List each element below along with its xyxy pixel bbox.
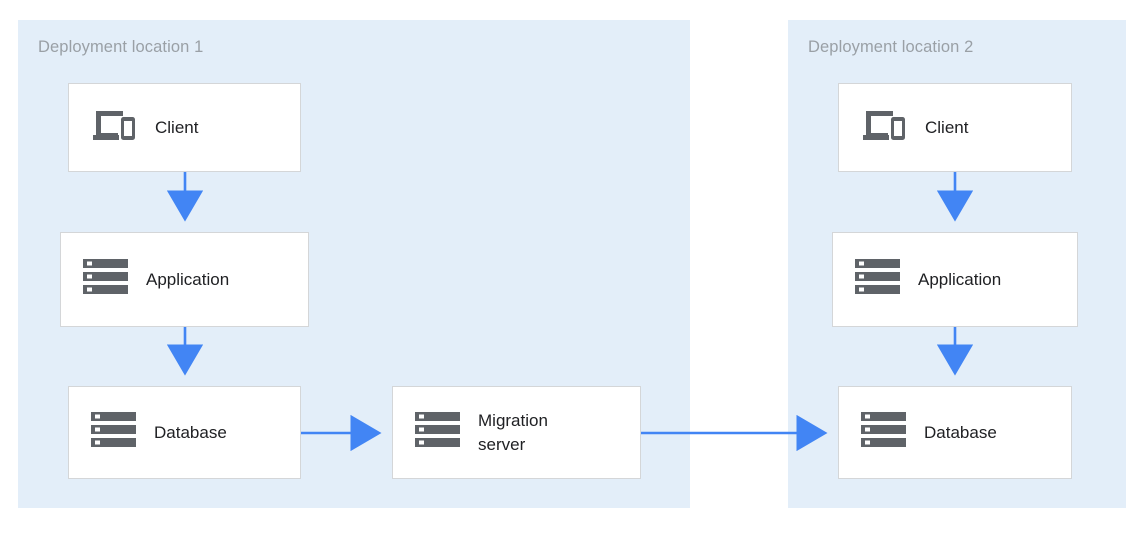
node-application-1[interactable]: Application [60, 232, 309, 327]
node-database-2[interactable]: Database [838, 386, 1072, 479]
node-application-2[interactable]: Application [832, 232, 1078, 327]
server-icon [91, 412, 136, 453]
node-client-2[interactable]: Client [838, 83, 1072, 172]
server-icon [855, 259, 900, 300]
node-client-1[interactable]: Client [68, 83, 301, 172]
node-database-1-label: Database [154, 422, 227, 442]
devices-icon [91, 107, 137, 148]
node-database-2-label: Database [924, 422, 997, 442]
node-client-2-label: Client [925, 117, 969, 137]
node-database-1[interactable]: Database [68, 386, 301, 479]
node-client-1-label: Client [155, 117, 199, 137]
node-migration-server[interactable]: Migration server [392, 386, 641, 479]
zone-1-label: Deployment location 1 [38, 38, 204, 56]
node-application-1-label: Application [146, 269, 230, 289]
node-migration-server-label: Migration server [478, 410, 548, 454]
devices-icon [861, 107, 907, 148]
server-icon [83, 259, 128, 300]
zone-2-label: Deployment location 2 [808, 38, 974, 56]
server-icon [861, 412, 906, 453]
node-application-2-label: Application [918, 269, 1002, 289]
server-icon [415, 412, 460, 453]
